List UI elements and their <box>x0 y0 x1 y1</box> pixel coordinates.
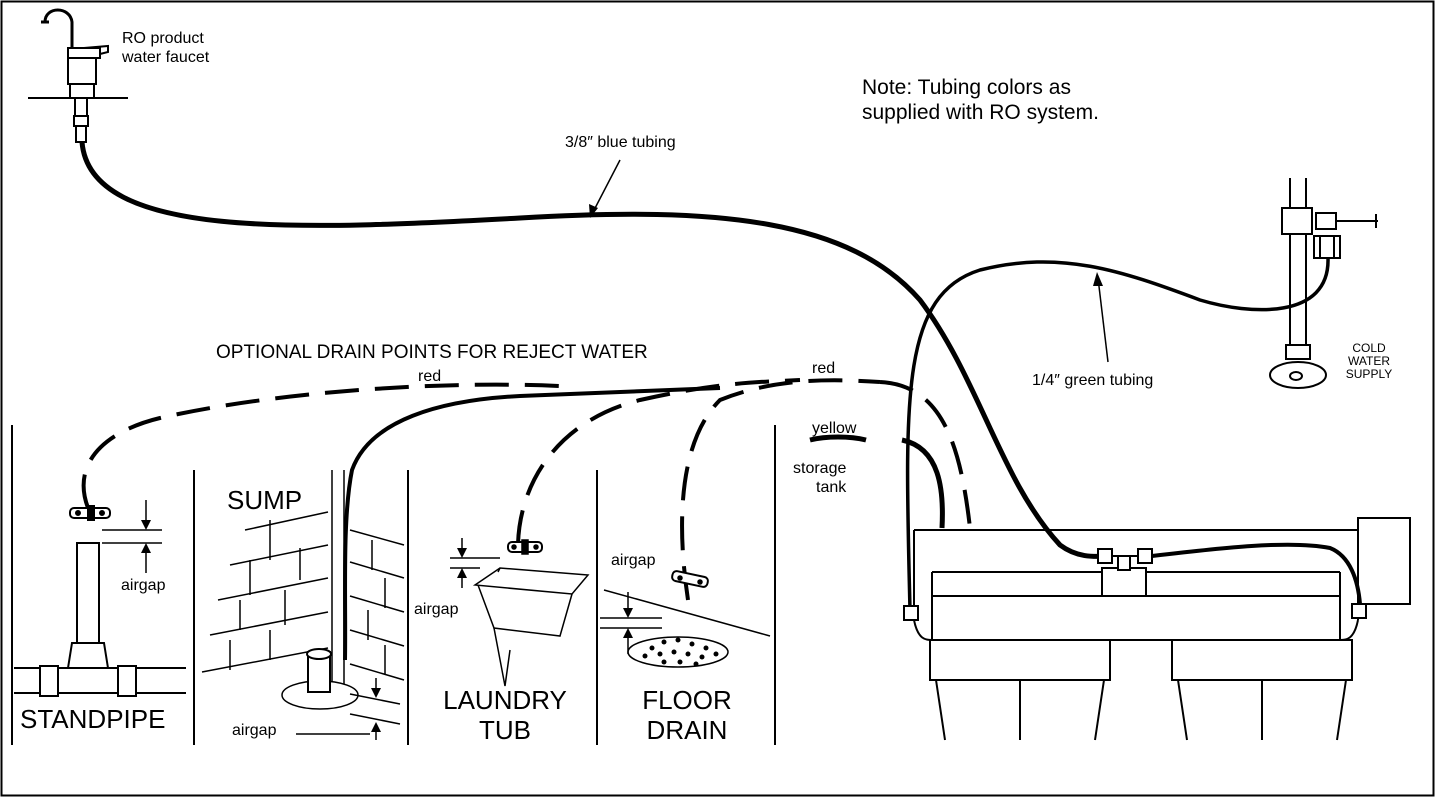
red-tubing-laundry <box>516 378 801 545</box>
airgap-floor: airgap <box>611 552 656 569</box>
green-tubing-line <box>905 257 1330 611</box>
cold-water-label-line2: WATER <box>1348 354 1390 368</box>
cold-water-valve-icon <box>1269 178 1378 389</box>
airgap-standpipe: airgap <box>121 577 166 594</box>
blue-tubing-line <box>79 141 1113 559</box>
ro-unit-icon <box>903 517 1411 741</box>
faucet-label-line2: water faucet <box>122 49 210 66</box>
airgap-sump: airgap <box>232 722 277 739</box>
faucet-label-line1: RO product <box>122 30 204 47</box>
note-line1: Note: Tubing colors as <box>862 76 1071 99</box>
red-tubing-standpipe <box>81 382 561 509</box>
green-tubing-pointer <box>1097 277 1109 363</box>
yellow-tubing-line <box>809 434 867 443</box>
storage-label-line2: tank <box>816 479 847 496</box>
red-tubing-unit <box>879 380 972 529</box>
storage-tank-tubing <box>901 437 945 529</box>
storage-label-line1: storage <box>793 460 847 477</box>
optional-drain-label: OPTIONAL DRAIN POINTS FOR REJECT WATER <box>216 342 648 363</box>
panel-dividers <box>11 425 776 745</box>
cold-water-label-line1: COLD <box>1352 341 1386 355</box>
floor-drain-holes <box>642 637 719 667</box>
blue-tubing-label: 3/8″ blue tubing <box>565 134 676 151</box>
standpipe-icon <box>14 500 186 697</box>
standpipe-label: STANDPIPE <box>20 704 166 734</box>
yellow-label: yellow <box>812 420 857 437</box>
red-tubing-floor <box>680 378 881 601</box>
red-label-right: red <box>812 360 836 377</box>
floor-drain-icon <box>600 570 771 668</box>
cold-water-label-line3: SUPPLY <box>1345 367 1393 381</box>
ro-product-line <box>1151 542 1362 605</box>
blue-tubing-pointer <box>591 159 621 215</box>
laundry-tub-icon <box>450 538 590 687</box>
sump-label: SUMP <box>227 485 303 515</box>
sump-icon <box>201 470 405 740</box>
airgap-laundry: airgap <box>414 601 459 618</box>
note-line2: supplied with RO system. <box>862 101 1099 124</box>
red-tubing-sump <box>343 386 721 661</box>
green-tubing-label: 1/4″ green tubing <box>1032 372 1154 389</box>
faucet-icon <box>28 8 128 143</box>
red-label-left: red <box>418 368 442 385</box>
